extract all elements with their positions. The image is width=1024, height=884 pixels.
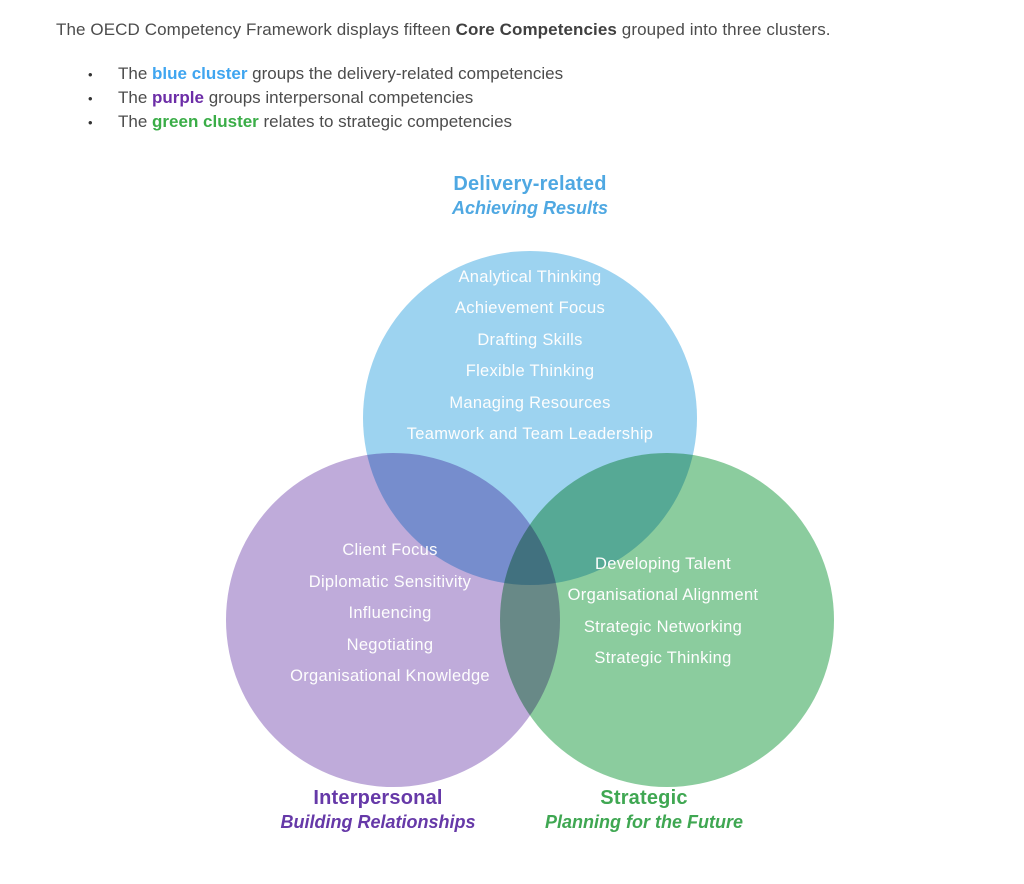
intro-prefix: The OECD Competency Framework displays f… xyxy=(56,20,456,39)
delivery-cluster-subtitle: Achieving Results xyxy=(451,198,609,218)
bullet-text: The blue cluster groups the delivery-rel… xyxy=(118,64,564,83)
bullet-text: The green cluster relates to strategic c… xyxy=(118,112,513,131)
competency-item: Developing Talent xyxy=(595,555,731,573)
competency-item: Flexible Thinking xyxy=(465,362,595,381)
competency-item: Drafting Skills xyxy=(477,330,583,349)
bullet-marker-icon: • xyxy=(88,115,93,130)
delivery-cluster-header: Delivery-related Achieving Results xyxy=(330,172,730,220)
strategic-cluster-subtitle: Planning for the Future xyxy=(545,812,743,832)
competency-item: Analytical Thinking xyxy=(458,268,602,286)
competency-item: Influencing xyxy=(348,604,432,622)
bullet-marker-icon: • xyxy=(88,67,93,82)
competency-item: Managing Resources xyxy=(449,393,611,412)
strategic-cluster-header: Strategic Planning for the Future xyxy=(444,786,844,834)
bullet-item-green: • The green cluster relates to strategic… xyxy=(82,110,563,134)
strategic-circle xyxy=(500,453,834,787)
interpersonal-cluster-title: Interpersonal xyxy=(313,787,443,809)
interpersonal-competency-list: Client Focus Diplomatic Sensitivity Infl… xyxy=(190,535,590,693)
strategic-cluster-title: Strategic xyxy=(600,787,688,809)
bullet-text: The purple groups interpersonal competen… xyxy=(118,88,474,107)
competency-item: Teamwork and Team Leadership xyxy=(406,425,654,444)
competency-item: Negotiating xyxy=(346,635,434,654)
competency-item: Organisational Alignment xyxy=(567,586,759,605)
delivery-competency-list: Analytical Thinking Achievement Focus Dr… xyxy=(330,262,730,450)
bullet-item-purple: • The purple groups interpersonal compet… xyxy=(82,86,563,110)
competency-item: Organisational Knowledge xyxy=(290,667,490,685)
bullet-accent-purple: purple xyxy=(152,88,204,107)
bullet-accent-green-cluster: green cluster xyxy=(152,112,259,131)
competency-item: Achievement Focus xyxy=(455,299,605,318)
competency-item: Strategic Networking xyxy=(583,617,743,636)
intro-bold-core-competencies: Core Competencies xyxy=(455,20,617,39)
competency-item: Diplomatic Sensitivity xyxy=(308,572,472,591)
intro-suffix: grouped into three clusters. xyxy=(616,20,831,39)
competency-item: Client Focus xyxy=(342,541,438,559)
strategic-competency-list: Developing Talent Organisational Alignme… xyxy=(463,549,863,675)
bullet-list: • The blue cluster groups the delivery-r… xyxy=(82,62,563,134)
interpersonal-cluster-header: Interpersonal Building Relationships xyxy=(178,786,578,834)
bullet-marker-icon: • xyxy=(88,91,93,106)
interpersonal-cluster-subtitle: Building Relationships xyxy=(280,812,476,832)
bullet-accent-blue-cluster: blue cluster xyxy=(152,64,248,83)
competency-item: Strategic Thinking xyxy=(594,649,732,668)
delivery-cluster-title: Delivery-related xyxy=(453,173,607,195)
bullet-item-blue: • The blue cluster groups the delivery-r… xyxy=(82,62,563,86)
intro-paragraph: The OECD Competency Framework displays f… xyxy=(56,20,831,40)
